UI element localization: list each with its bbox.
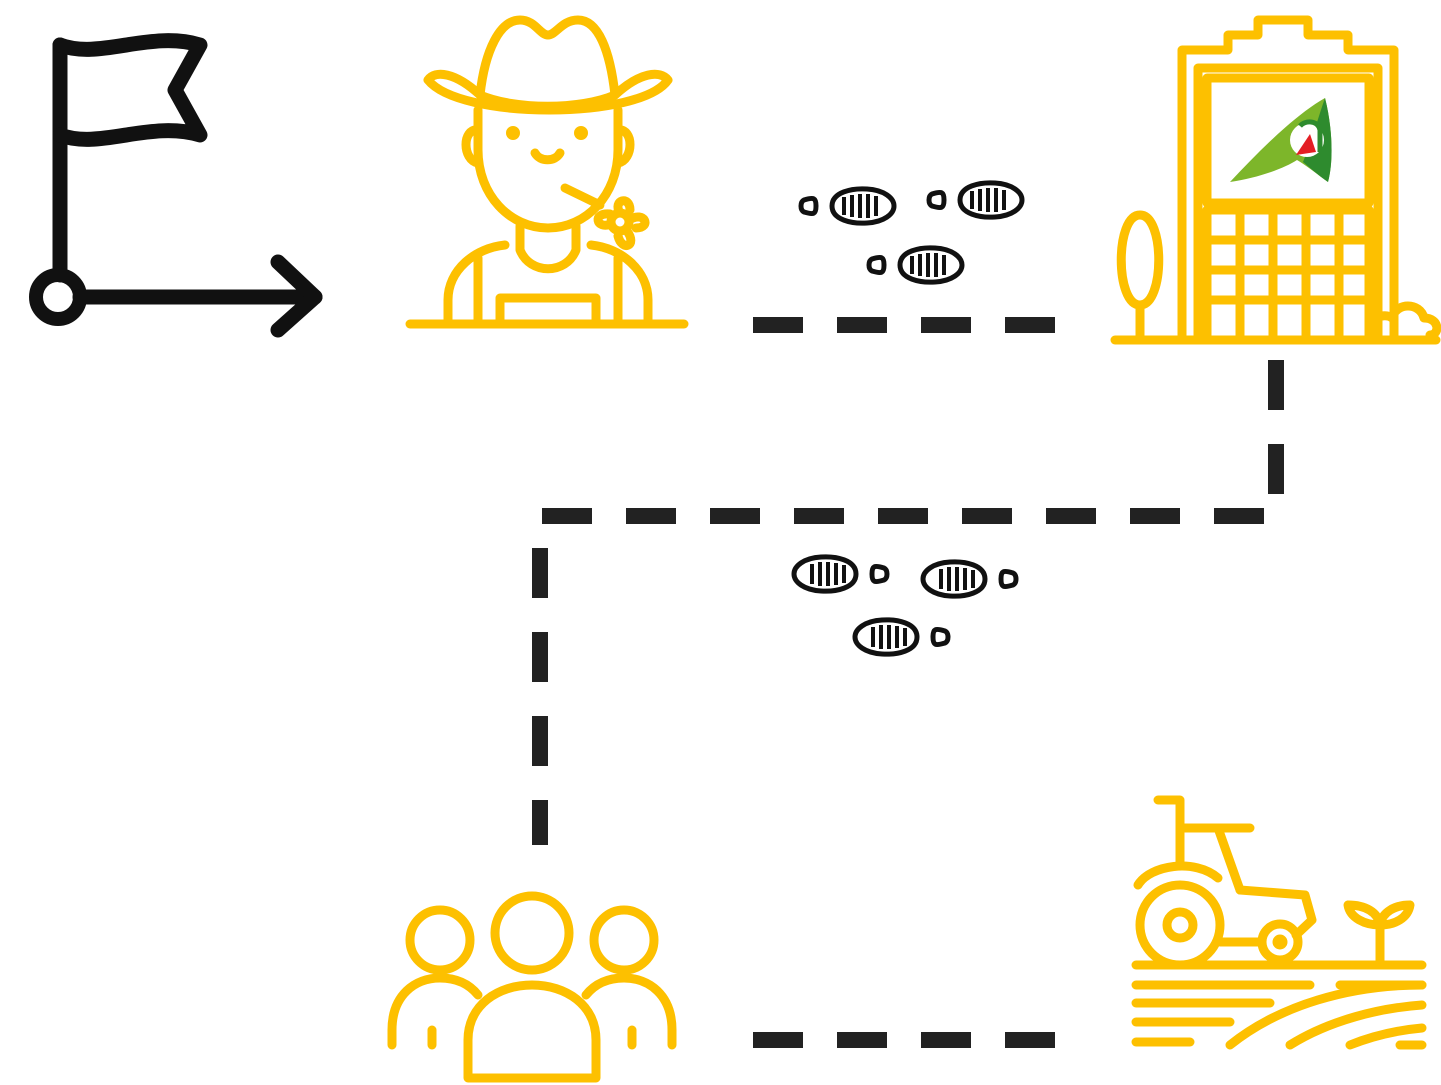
footprint: [926, 180, 1025, 220]
start-flag-icon: [29, 33, 323, 338]
footprint: [791, 554, 890, 594]
farmer-icon: [405, 15, 689, 329]
journey-path: [532, 317, 1284, 1048]
footprint: [920, 559, 1019, 599]
company-logo-icon: [1230, 98, 1332, 182]
group-of-people-icon: [387, 891, 677, 1083]
office-building-icon: [1110, 15, 1441, 345]
footprint: [866, 245, 965, 285]
tractor-field-icon: [1131, 795, 1427, 1050]
footprint: [852, 617, 951, 657]
footprints-icon: [791, 180, 1025, 657]
footprint: [798, 186, 897, 226]
